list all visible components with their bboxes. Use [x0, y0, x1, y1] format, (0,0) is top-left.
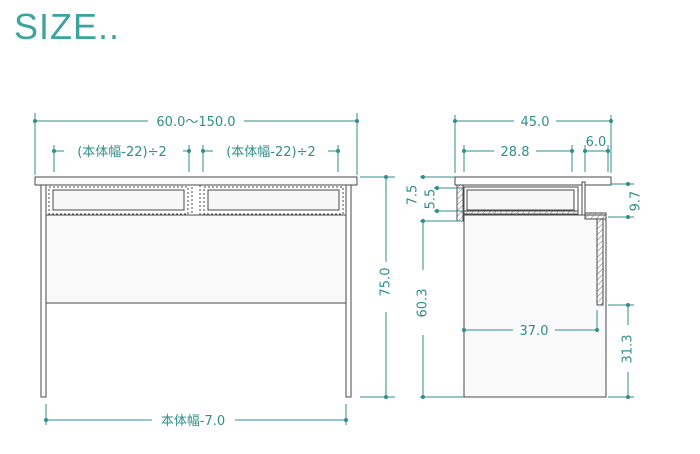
right-drawer-inner [207, 189, 340, 211]
front-tabletop [34, 176, 358, 186]
side-front-post [456, 184, 464, 222]
drawer-depth-label: 28.8 [501, 145, 530, 160]
depth-label: 45.0 [521, 115, 550, 130]
front-view [34, 176, 358, 398]
front-right-leg [345, 184, 352, 398]
side-drawer-inner [466, 189, 575, 211]
side-view [454, 176, 612, 398]
side-body [463, 214, 607, 398]
side-rear-rail [581, 181, 586, 216]
rear-offset-label: 6.0 [586, 135, 607, 150]
side-dimension-dots [421, 119, 630, 399]
front-dimension-dots [33, 119, 388, 422]
right-drawer [203, 186, 344, 215]
clearance-label: 60.3 [416, 289, 431, 318]
inner-depth-label: 37.0 [520, 324, 549, 339]
left-drawer [48, 186, 189, 215]
left-drawer-width-label: (本体幅-22)÷2 [77, 145, 167, 160]
front-left-leg [40, 184, 47, 398]
side-apron [584, 212, 607, 220]
side-drawer-bottom [463, 210, 579, 216]
drawer-height-label: 5.5 [424, 189, 439, 210]
top-to-apron-label: 9.7 [629, 191, 644, 212]
height-label: 75.0 [379, 268, 394, 297]
left-drawer-inner [52, 189, 185, 211]
side-tabletop [454, 176, 612, 186]
leg-span-label: 本体幅-7.0 [161, 414, 225, 429]
total-width-label: 60.0～150.0 [156, 115, 235, 130]
panel-clearance-label: 31.3 [621, 335, 636, 364]
page-title: SIZE.. [14, 6, 121, 47]
top-thickness-label: 7.5 [406, 185, 421, 206]
right-drawer-width-label: (本体幅-22)÷2 [226, 145, 316, 160]
side-back-panel [596, 218, 604, 306]
front-modesty-panel [44, 214, 348, 304]
